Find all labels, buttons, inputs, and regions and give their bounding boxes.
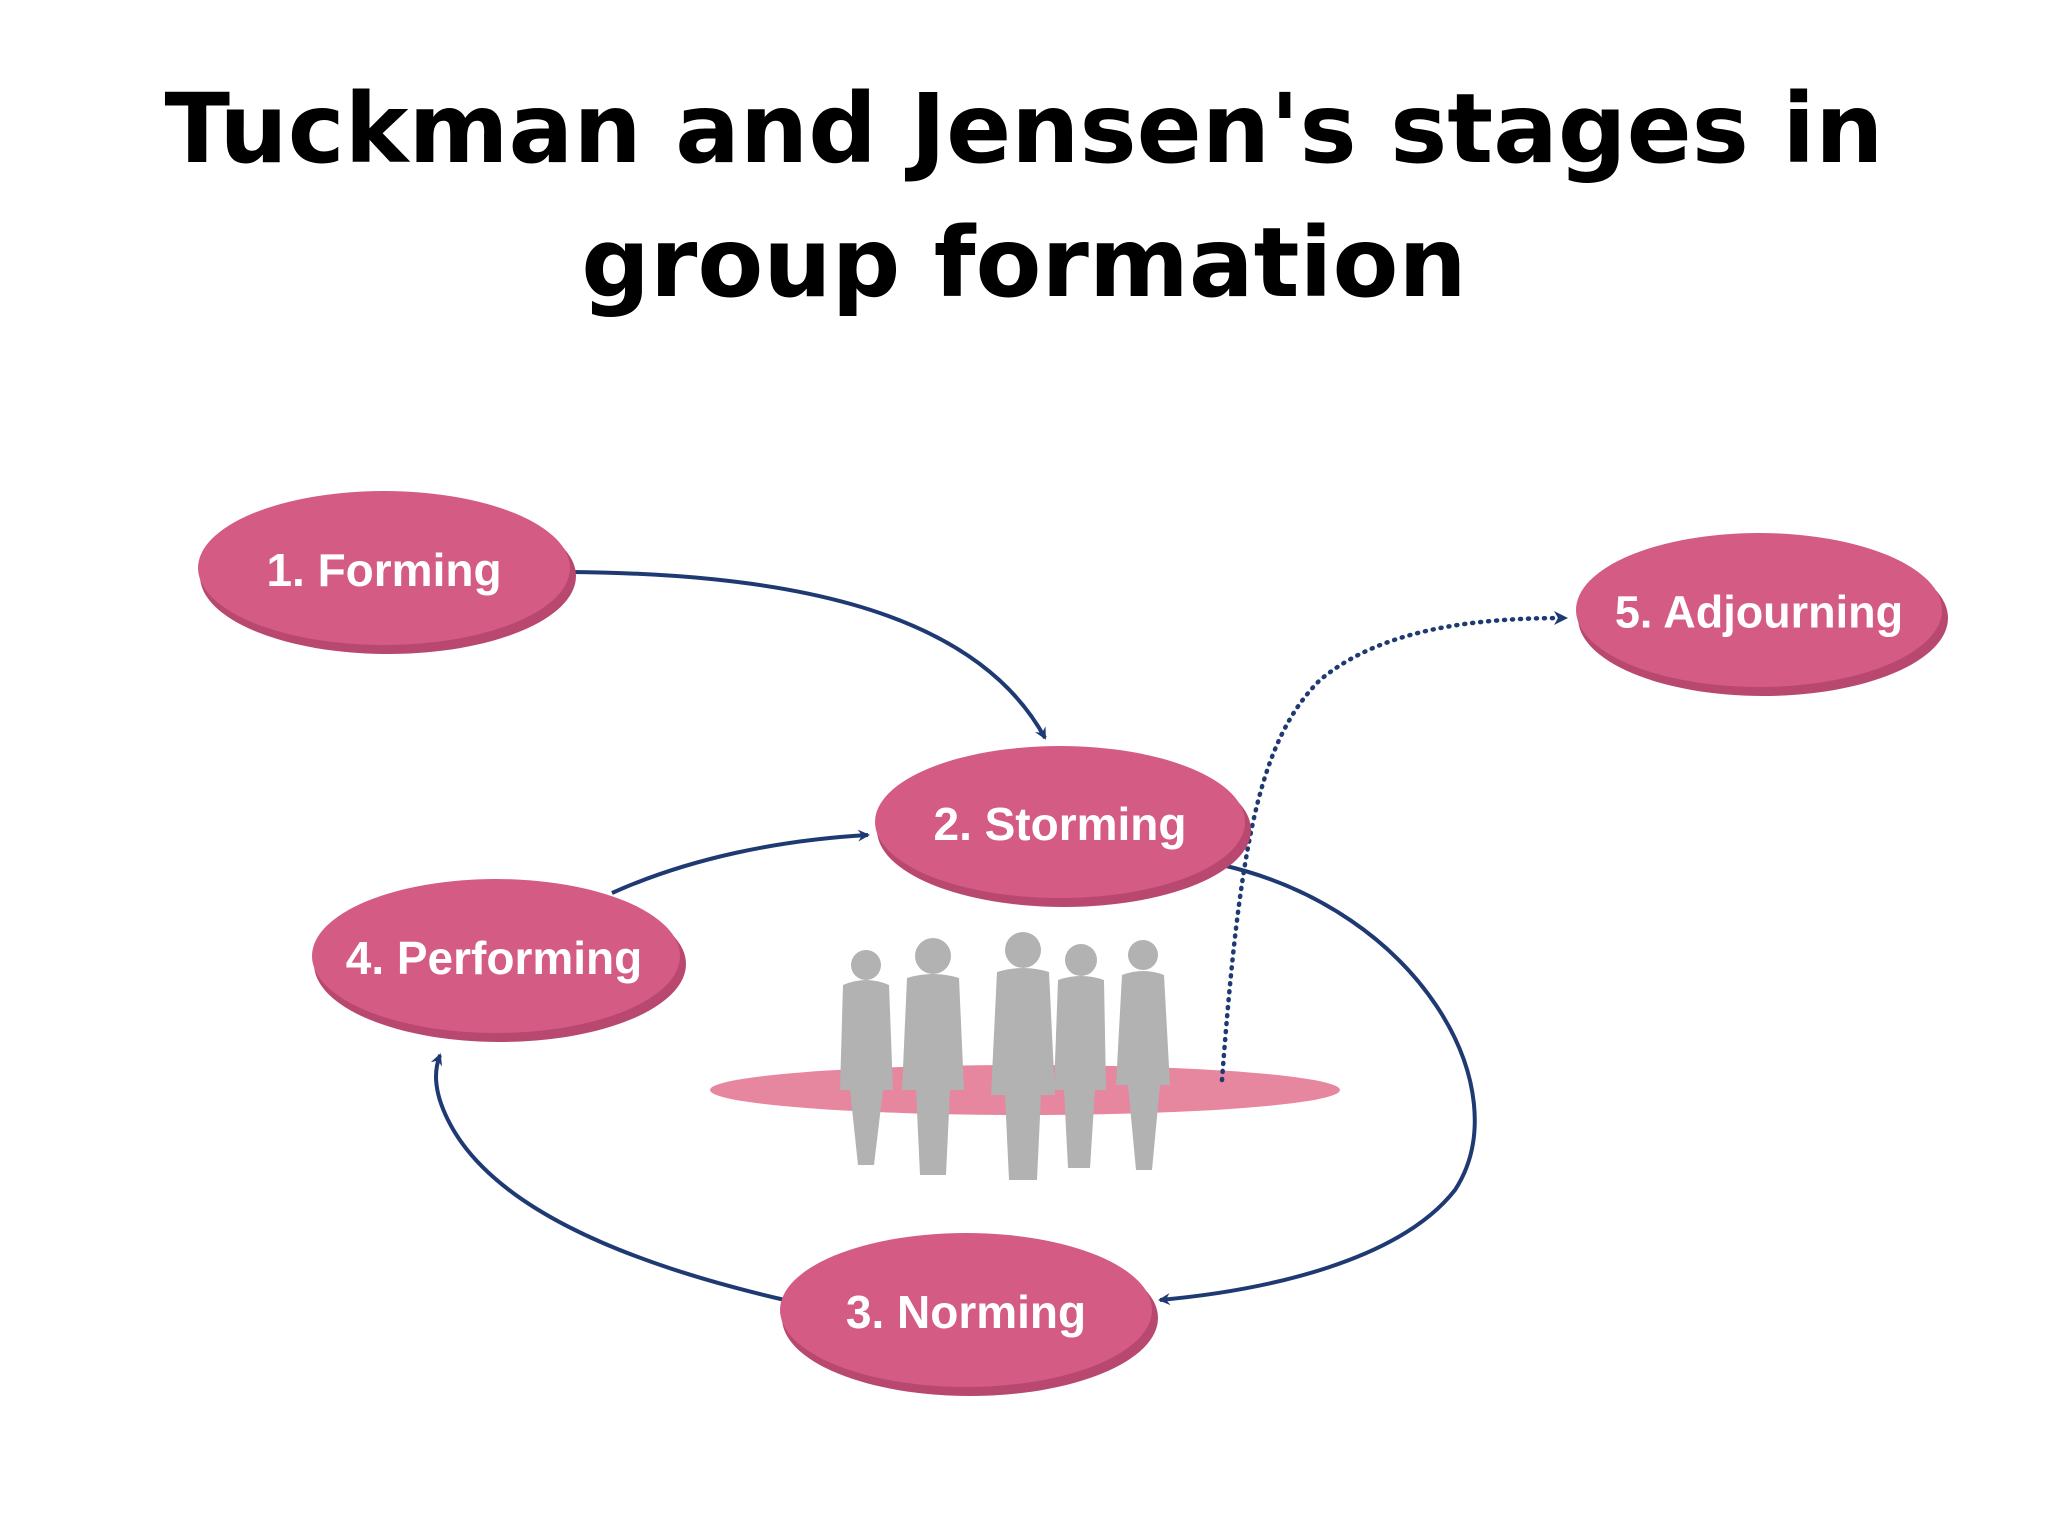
arrow-forming-to-storming bbox=[571, 570, 1047, 740]
person-silhouette bbox=[1054, 944, 1106, 1168]
arrow-group-to-adjourning bbox=[1219, 611, 1568, 1083]
person-silhouette bbox=[991, 932, 1055, 1180]
arrow-storming-to-norming bbox=[1158, 863, 1477, 1306]
person-silhouette bbox=[1116, 940, 1170, 1170]
page-title: Tuckman and Jensen's stages in group for… bbox=[164, 73, 1884, 319]
arrow-performing-to-storming bbox=[611, 829, 870, 895]
stage-node-norming: 3. Norming bbox=[780, 1233, 1158, 1396]
stage-label-performing: 4. Performing bbox=[346, 932, 643, 984]
person-silhouette bbox=[840, 950, 893, 1165]
stage-label-forming: 1. Forming bbox=[266, 544, 501, 596]
stage-node-adjourning: 5. Adjourning bbox=[1576, 533, 1948, 696]
stage-label-adjourning: 5. Adjourning bbox=[1615, 587, 1903, 638]
stage-node-performing: 4. Performing bbox=[312, 879, 686, 1042]
stage-label-norming: 3. Norming bbox=[846, 1286, 1086, 1338]
stage-node-storming: 2. Storming bbox=[875, 746, 1251, 907]
stage-label-storming: 2. Storming bbox=[933, 798, 1186, 850]
stage-node-forming: 1. Forming bbox=[198, 491, 576, 654]
arrow-norming-to-performing bbox=[430, 1053, 786, 1302]
person-silhouette bbox=[902, 938, 964, 1175]
people-group-icon bbox=[710, 932, 1340, 1180]
